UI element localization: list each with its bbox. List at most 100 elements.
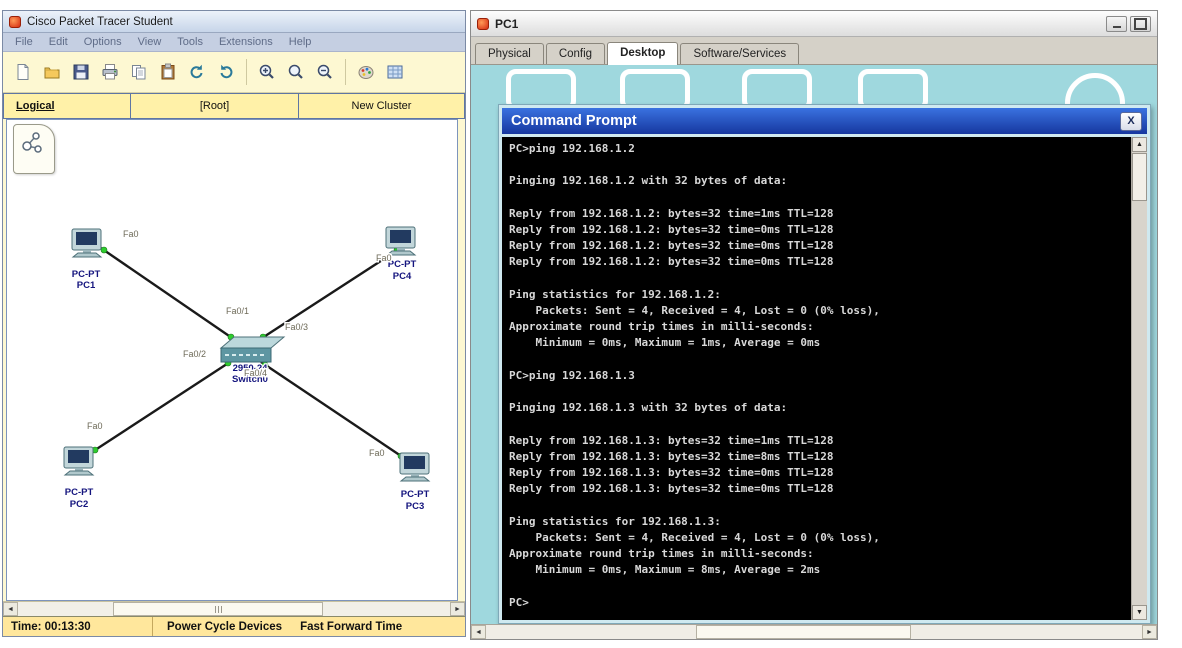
zoom-out-icon[interactable]: [313, 60, 337, 84]
menu-edit[interactable]: Edit: [48, 36, 68, 48]
menu-help[interactable]: Help: [288, 36, 312, 48]
pc1-window: PC1 Physical Config Desktop Software/Ser…: [470, 10, 1158, 640]
packet-tracer-title: Cisco Packet Tracer Student: [27, 15, 173, 28]
copy-icon[interactable]: [127, 60, 151, 84]
workspace-bar: Logical [Root] New Cluster: [3, 93, 465, 119]
redo-icon[interactable]: [214, 60, 238, 84]
link-pc3-switch0[interactable]: [260, 361, 408, 461]
port-label-pc4-fa0: Fa0: [376, 253, 392, 263]
port-label-switch-fa0-4: Fa0/4: [244, 368, 267, 378]
scrollbar-track[interactable]: [486, 625, 1142, 639]
port-label-switch-fa0-2: Fa0/2: [183, 349, 206, 359]
pc1-horizontal-scrollbar[interactable]: ◄ ►: [471, 624, 1157, 639]
custom-devices-icon[interactable]: [383, 60, 407, 84]
open-folder-icon[interactable]: [40, 60, 64, 84]
drawing-palette-icon[interactable]: [354, 60, 378, 84]
pc4-name-label: PC4: [393, 271, 412, 282]
menu-extensions[interactable]: Extensions: [218, 36, 273, 48]
device-pc2[interactable]: [63, 446, 95, 476]
new-file-icon[interactable]: [11, 60, 35, 84]
terminal-scrollbar[interactable]: ▲ ▼: [1131, 137, 1147, 620]
pc1-title: PC1: [495, 16, 519, 31]
close-button[interactable]: X: [1120, 111, 1142, 131]
port-label-pc2-fa0: Fa0: [87, 421, 103, 431]
pc2-name-label: PC2: [70, 499, 88, 510]
zoom-reset-icon[interactable]: [284, 60, 308, 84]
packet-tracer-titlebar[interactable]: Cisco Packet Tracer Student: [3, 11, 465, 33]
zoom-in-icon[interactable]: [255, 60, 279, 84]
scroll-up-button[interactable]: ▲: [1132, 137, 1147, 152]
scroll-right-button[interactable]: ►: [1142, 625, 1157, 639]
command-prompt-window: Command Prompt X PC>ping 192.168.1.2 Pin…: [498, 104, 1151, 624]
packet-tracer-window: Cisco Packet Tracer Student File Edit Op…: [2, 10, 466, 637]
status-bar: Time: 00:13:30 Power Cycle Devices Fast …: [3, 616, 465, 636]
cluster-navigation-button[interactable]: [13, 124, 55, 174]
tab-logical[interactable]: Logical: [3, 93, 131, 119]
tab-physical[interactable]: Physical: [475, 43, 544, 64]
save-icon[interactable]: [69, 60, 93, 84]
new-cluster-button[interactable]: New Cluster: [299, 93, 465, 119]
menu-options[interactable]: Options: [83, 36, 122, 48]
port-label-switch-fa0-1: Fa0/1: [226, 306, 249, 316]
root-cluster-breadcrumb[interactable]: [Root]: [131, 93, 299, 119]
link-pc1-switch0[interactable]: [94, 243, 236, 341]
print-icon[interactable]: [98, 60, 122, 84]
scroll-left-button[interactable]: ◄: [471, 625, 486, 639]
canvas-wrap: PC-PT PC1 PC-PT PC4 PC-PT PC2 PC-PT PC3 …: [3, 119, 465, 601]
switch0-type-label: 2950-24: [233, 363, 269, 374]
command-prompt-body: PC>ping 192.168.1.2 Pinging 192.168.1.2 …: [502, 137, 1147, 620]
tab-desktop[interactable]: Desktop: [607, 42, 679, 65]
undo-icon[interactable]: [185, 60, 209, 84]
link-pc4-switch0[interactable]: [258, 242, 408, 342]
scroll-left-button[interactable]: ◄: [3, 602, 18, 616]
canvas-horizontal-scrollbar[interactable]: ◄ ►: [3, 601, 465, 616]
pc4-type-label: PC-PT: [388, 259, 417, 270]
topology-canvas[interactable]: PC-PT PC1 PC-PT PC4 PC-PT PC2 PC-PT PC3 …: [6, 119, 458, 601]
terminal-output[interactable]: PC>ping 192.168.1.2 Pinging 192.168.1.2 …: [502, 137, 1131, 620]
tab-software-services[interactable]: Software/Services: [680, 43, 800, 64]
scroll-right-button[interactable]: ►: [450, 602, 465, 616]
scrollbar-thumb[interactable]: [113, 602, 323, 616]
device-switch0[interactable]: [219, 336, 286, 363]
pc1-titlebar[interactable]: PC1: [471, 11, 1157, 37]
device-pc1[interactable]: [71, 228, 103, 258]
terminal-scrollbar-thumb[interactable]: [1132, 153, 1147, 201]
packet-tracer-logo-icon: [9, 15, 21, 28]
toolbar-separator: [345, 59, 346, 85]
cluster-molecule-icon: [22, 132, 42, 153]
command-prompt-titlebar[interactable]: Command Prompt X: [502, 108, 1147, 134]
desktop-area: Command Prompt X PC>ping 192.168.1.2 Pin…: [471, 65, 1157, 624]
scrollbar-thumb[interactable]: [696, 625, 911, 639]
link-pc2-switch0[interactable]: [88, 358, 234, 456]
port-label-switch-fa0-3: Fa0/3: [285, 322, 308, 332]
minimize-button[interactable]: [1106, 15, 1127, 32]
paste-icon[interactable]: [156, 60, 180, 84]
toolbar: [3, 52, 465, 93]
topology-svg: PC-PT PC1 PC-PT PC4 PC-PT PC2 PC-PT PC3 …: [63, 226, 431, 513]
pc1-type-label: PC-PT: [72, 269, 101, 280]
scrollbar-track[interactable]: [18, 602, 450, 616]
menu-file[interactable]: File: [15, 36, 33, 48]
menu-tools[interactable]: Tools: [177, 36, 203, 48]
device-pc3[interactable]: [399, 452, 431, 482]
toolbar-separator: [246, 59, 247, 85]
fast-forward-time-button[interactable]: Fast Forward Time: [300, 620, 403, 633]
tab-config[interactable]: Config: [545, 43, 606, 64]
pc3-type-label: PC-PT: [401, 489, 430, 500]
menu-bar: File Edit Options View Tools Extensions …: [3, 33, 465, 52]
simulation-time: Time: 00:13:30: [3, 617, 153, 636]
menu-view[interactable]: View: [137, 36, 162, 48]
pc1-name-label: PC1: [77, 280, 96, 291]
scroll-down-button[interactable]: ▼: [1132, 605, 1147, 620]
pc1-window-icon: [477, 17, 489, 30]
pc1-tab-bar: Physical Config Desktop Software/Service…: [471, 37, 1157, 65]
device-pc4[interactable]: [385, 226, 417, 256]
window-controls: [1106, 15, 1151, 32]
maximize-button[interactable]: [1130, 15, 1151, 32]
power-cycle-devices-button[interactable]: Power Cycle Devices: [167, 620, 283, 633]
pc3-name-label: PC3: [406, 501, 424, 512]
switch0-name-label: Switch0: [232, 374, 268, 385]
scrollbar-grip: [214, 600, 223, 618]
port-label-pc1-fa0: Fa0: [123, 229, 139, 239]
